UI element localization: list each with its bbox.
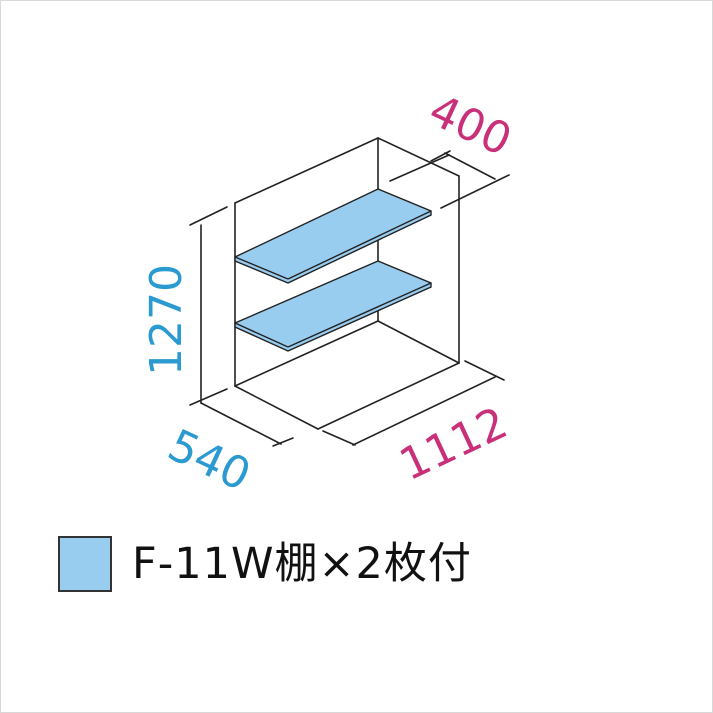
width-label: 1112 — [392, 397, 515, 491]
shelf-bottom — [234, 260, 432, 352]
cabinet-outline — [234, 137, 460, 430]
height-dimension-lines — [189, 206, 228, 406]
shelf-top — [234, 188, 432, 284]
shelf-depth-label: 400 — [421, 85, 519, 167]
legend-label: F-11W棚×2枚付 — [132, 538, 472, 589]
depth-label: 540 — [160, 420, 258, 502]
shelf-depth-dimension-lines — [389, 150, 510, 209]
width-dimension-lines — [322, 360, 505, 446]
shelf-color-swatch — [58, 536, 112, 592]
height-label: 1270 — [141, 264, 192, 376]
depth-dimension-lines — [200, 402, 294, 447]
legend: F-11W棚×2枚付 — [58, 536, 472, 592]
